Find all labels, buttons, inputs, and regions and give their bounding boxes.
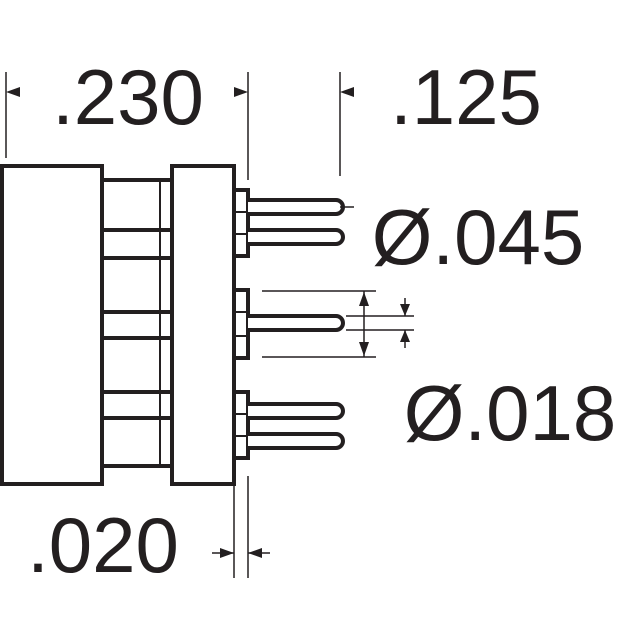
- pin-shoulders: [232, 188, 250, 460]
- extension-lines: [5, 72, 414, 578]
- spacer-grooves: [102, 180, 172, 466]
- pins: [248, 198, 345, 450]
- dimension-arrows: [6, 87, 410, 558]
- dim-body-length: .230: [52, 53, 204, 141]
- dim-standoff: .020: [27, 501, 179, 589]
- dim-lead-length: .125: [390, 53, 542, 141]
- dim-pin-diameter: Ø.018: [404, 369, 616, 457]
- flange-block: [170, 164, 236, 486]
- dim-shoulder-diameter: Ø.045: [372, 193, 584, 281]
- socket-body: [0, 164, 104, 486]
- spacer-block: [100, 178, 174, 468]
